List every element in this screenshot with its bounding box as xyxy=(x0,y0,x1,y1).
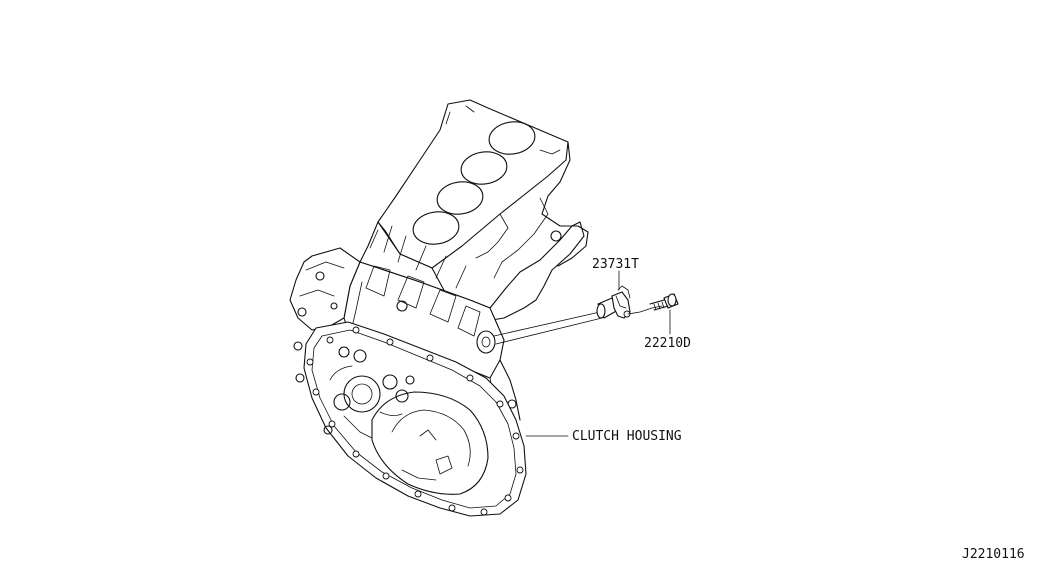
position-sensor-drawing[interactable] xyxy=(596,285,663,319)
callout-housing-label: CLUTCH HOUSING xyxy=(572,429,682,444)
callout-sensor: 23731T xyxy=(592,257,639,291)
bolt-drawing[interactable] xyxy=(649,293,679,311)
clutch-housing-drawing xyxy=(293,321,527,517)
callout-bolt: 22210D xyxy=(644,309,691,351)
callout-bolt-label: 22210D xyxy=(644,336,691,351)
callout-sensor-label: 23731T xyxy=(592,257,639,272)
sensor-axis-line xyxy=(493,311,603,345)
engine-block-drawing xyxy=(289,99,589,421)
diagram-id: J2210116 xyxy=(962,547,1025,562)
callout-housing: CLUTCH HOUSING xyxy=(525,429,682,444)
